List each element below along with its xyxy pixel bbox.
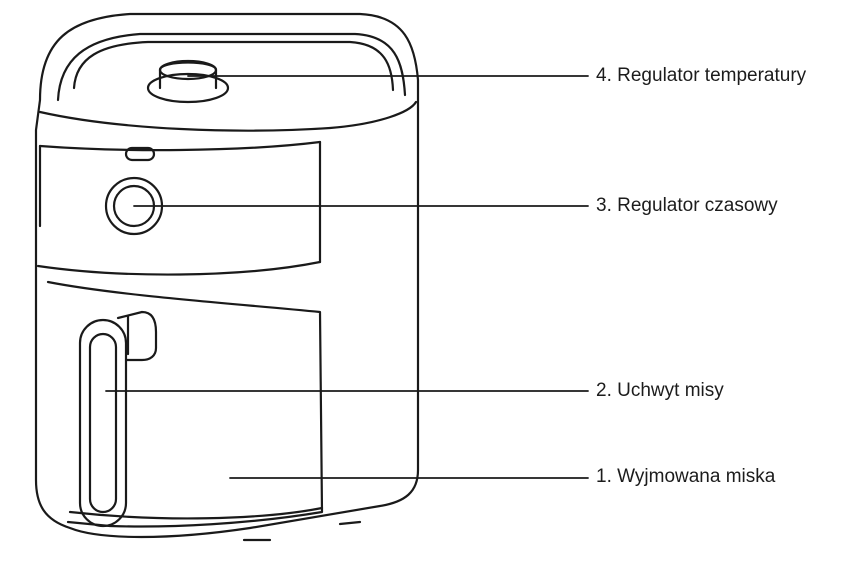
fryer-body-outline: [34, 12, 420, 539]
callout-3-text: Regulator czasowy: [617, 195, 778, 216]
drawer-bottom-edge: [68, 506, 324, 520]
temperature-knob: [146, 59, 230, 104]
callout-2-number: 2.: [596, 380, 612, 401]
callout-2: 2. Uchwyt misy: [596, 381, 724, 400]
lid-inner-rim: [72, 40, 395, 92]
lid-bottom-edge: [38, 100, 418, 132]
callout-1-number: 1.: [596, 466, 612, 487]
control-panel-bottom: [36, 260, 322, 276]
control-panel-top: [38, 140, 322, 152]
fryer-foot: [338, 520, 362, 526]
callout-2-text: Uchwyt misy: [617, 380, 724, 401]
drawer-front-outline: [46, 280, 324, 528]
indicator-light: [124, 146, 156, 162]
callout-1: 1. Wyjmowana miska: [596, 467, 775, 486]
callout-4-number: 4.: [596, 65, 612, 86]
lid-rim: [56, 32, 407, 102]
callout-1-text: Wyjmowana miska: [617, 466, 776, 487]
basket-handle: [78, 310, 158, 528]
callout-3-number: 3.: [596, 195, 612, 216]
callout-4: 4. Regulator temperatury: [596, 66, 806, 85]
callout-3: 3. Regulator czasowy: [596, 196, 778, 215]
callout-4-text: Regulator temperatury: [617, 65, 807, 86]
